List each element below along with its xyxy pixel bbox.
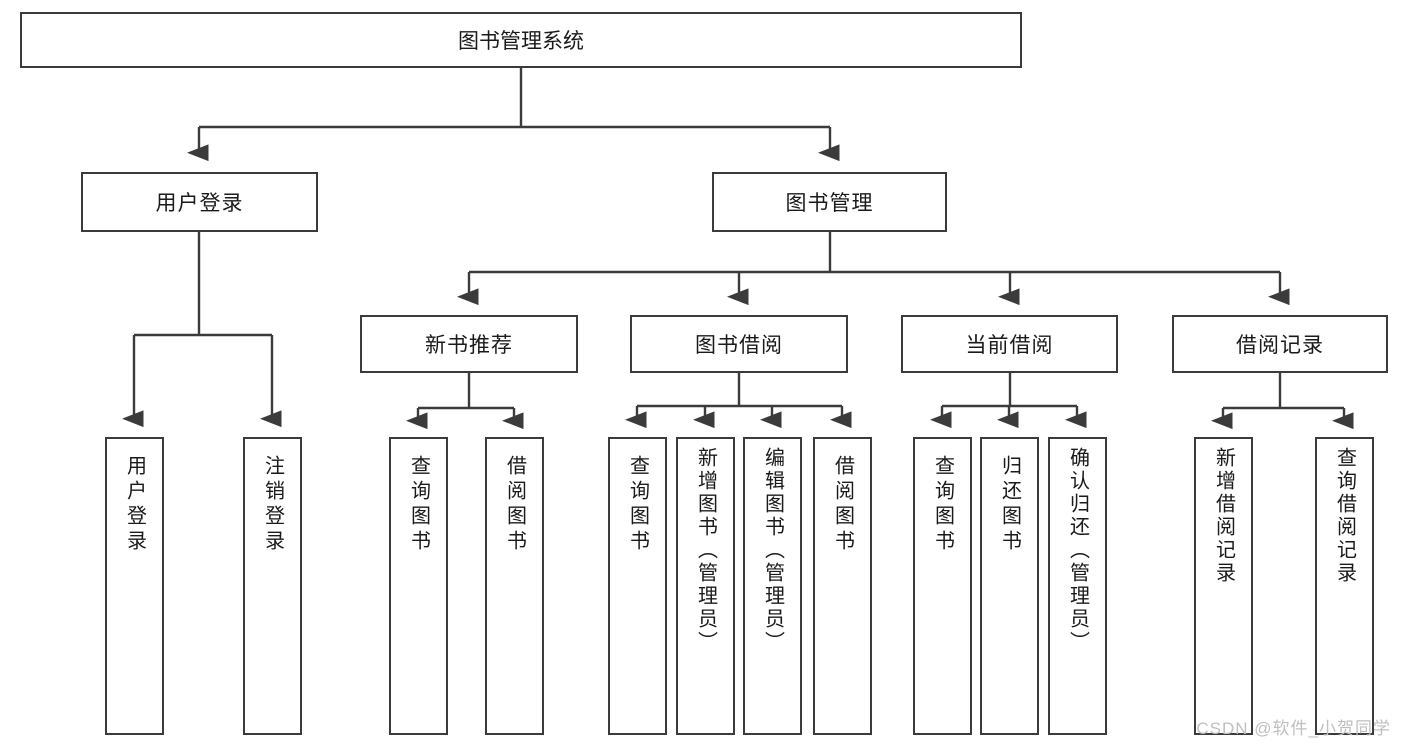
node-book-borrow[interactable]: 图书借阅 bbox=[630, 315, 848, 373]
node-current-borrow[interactable]: 当前借阅 bbox=[901, 315, 1118, 373]
leaf-node[interactable]: 编辑图书（管理员） bbox=[743, 437, 802, 735]
leaf-node-label: 查询图书 bbox=[626, 455, 649, 555]
leaf-node[interactable]: 查询图书 bbox=[389, 437, 448, 735]
leaf-node-label: 新增图书（管理员） bbox=[694, 447, 717, 654]
leaf-node-label: 借阅图书 bbox=[503, 455, 526, 555]
node-book-management[interactable]: 图书管理 bbox=[712, 172, 947, 232]
leaf-node[interactable]: 确认归还（管理员） bbox=[1048, 437, 1107, 735]
node-root-label: 图书管理系统 bbox=[458, 30, 584, 53]
leaf-node[interactable]: 注销登录 bbox=[243, 437, 302, 735]
leaf-node[interactable]: 用户登录 bbox=[105, 437, 164, 735]
leaf-node[interactable]: 借阅图书 bbox=[813, 437, 872, 735]
leaf-node[interactable]: 归还图书 bbox=[980, 437, 1039, 735]
node-book-borrow-label: 图书借阅 bbox=[695, 334, 783, 357]
leaf-node-label: 编辑图书（管理员） bbox=[761, 447, 784, 654]
leaf-node[interactable]: 借阅图书 bbox=[485, 437, 544, 735]
node-borrow-record-label: 借阅记录 bbox=[1236, 334, 1324, 357]
node-user-login-label: 用户登录 bbox=[155, 192, 244, 215]
leaf-node[interactable]: 新增借阅记录 bbox=[1194, 437, 1253, 735]
node-borrow-record[interactable]: 借阅记录 bbox=[1172, 315, 1388, 373]
node-new-book-recommend-label: 新书推荐 bbox=[425, 334, 513, 357]
leaf-node[interactable]: 新增图书（管理员） bbox=[676, 437, 735, 735]
leaf-node-label: 新增借阅记录 bbox=[1212, 447, 1235, 585]
node-book-management-label: 图书管理 bbox=[785, 192, 874, 215]
node-new-book-recommend[interactable]: 新书推荐 bbox=[360, 315, 578, 373]
leaf-node-label: 查询图书 bbox=[931, 455, 954, 555]
leaf-node-label: 查询图书 bbox=[407, 455, 430, 555]
leaf-node[interactable]: 查询图书 bbox=[913, 437, 972, 735]
node-current-borrow-label: 当前借阅 bbox=[965, 334, 1054, 357]
node-root[interactable]: 图书管理系统 bbox=[20, 12, 1022, 68]
leaf-node[interactable]: 查询借阅记录 bbox=[1315, 437, 1374, 735]
node-user-login[interactable]: 用户登录 bbox=[81, 172, 318, 232]
csdn-watermark: CSDN @软件_小贺同学 bbox=[1196, 719, 1391, 738]
leaf-node-label: 归还图书 bbox=[998, 455, 1021, 555]
leaf-node-label: 查询借阅记录 bbox=[1333, 447, 1356, 585]
leaf-node-label: 注销登录 bbox=[261, 455, 284, 555]
leaf-node[interactable]: 查询图书 bbox=[608, 437, 667, 735]
leaf-node-label: 借阅图书 bbox=[831, 455, 854, 555]
leaf-node-label: 确认归还（管理员） bbox=[1066, 447, 1089, 654]
leaf-node-label: 用户登录 bbox=[123, 455, 146, 555]
